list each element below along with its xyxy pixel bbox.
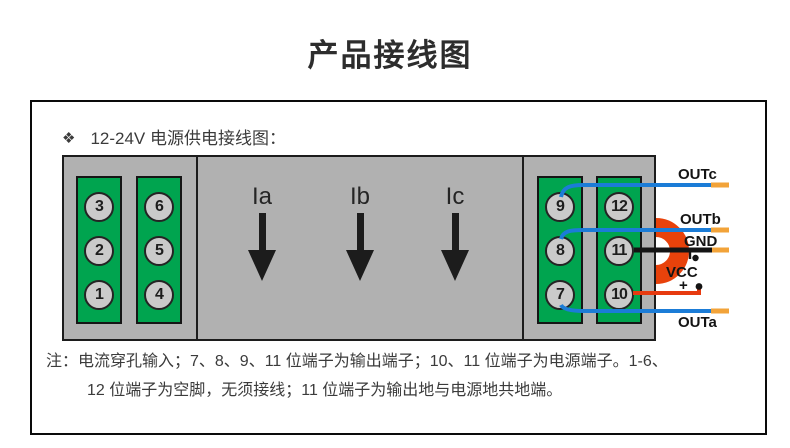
- arrow-down-icon: [451, 213, 459, 250]
- arrow-down-icon: [346, 250, 374, 281]
- phase-label-ib: Ib: [349, 183, 370, 210]
- diamond-bullet-icon: ❖: [62, 130, 76, 147]
- gnd-label: GND: [684, 233, 718, 250]
- phase-arrow-ic: Ic: [425, 184, 485, 281]
- phase-label-ic: Ic: [445, 183, 465, 210]
- phase-label-ia: Ia: [251, 183, 272, 210]
- phase-arrow-ib: Ib: [330, 184, 390, 281]
- note-line-1: 注：电流穿孔输入；7、8、9、11 位端子为输出端子；10、11 位端子为电源端…: [46, 353, 668, 370]
- device-divider-right: [522, 155, 524, 341]
- note-line-2: 12 位端子为空脚，无须接线；11 位端子为输出地与电源地共地端。: [87, 382, 563, 399]
- terminal-1: 1: [84, 280, 114, 310]
- vcc-plus-icon: +: [679, 277, 688, 294]
- page-title: 产品接线图: [307, 38, 473, 73]
- terminal-7: 7: [545, 280, 575, 310]
- terminal-2: 2: [84, 236, 114, 266]
- terminal-4: 4: [144, 280, 174, 310]
- terminal-10: 10: [604, 280, 634, 310]
- terminal-strip-right-2: 12 11 10: [596, 176, 642, 324]
- outb-label: OUTb: [680, 211, 721, 228]
- terminal-6: 6: [144, 192, 174, 222]
- terminal-11: 11: [604, 236, 634, 266]
- arrow-down-icon: [441, 250, 469, 281]
- terminal-3: 3: [84, 192, 114, 222]
- arrow-down-icon: [356, 213, 364, 250]
- device-divider-left: [196, 155, 198, 341]
- terminal-strip-left-1: 3 2 1: [76, 176, 122, 324]
- outc-label: OUTc: [678, 166, 717, 183]
- terminal-12: 12: [604, 192, 634, 222]
- terminal-strip-left-2: 6 5 4: [136, 176, 182, 324]
- terminal-strip-right-1: 9 8 7: [537, 176, 583, 324]
- terminal-8: 8: [545, 236, 575, 266]
- note-text: 注：电流穿孔输入；7、8、9、11 位端子为输出端子；10、11 位端子为电源端…: [46, 347, 668, 405]
- vcc-label: VCC: [666, 264, 698, 281]
- section-heading-text: 12-24V 电源供电接线图：: [90, 129, 286, 148]
- terminal-5: 5: [144, 236, 174, 266]
- arrow-down-icon: [248, 250, 276, 281]
- terminal-9: 9: [545, 192, 575, 222]
- section-heading: ❖ 12-24V 电源供电接线图：: [62, 124, 286, 149]
- outa-label: OUTa: [678, 314, 717, 331]
- arrow-down-icon: [258, 213, 266, 250]
- phase-arrow-ia: Ia: [232, 184, 292, 281]
